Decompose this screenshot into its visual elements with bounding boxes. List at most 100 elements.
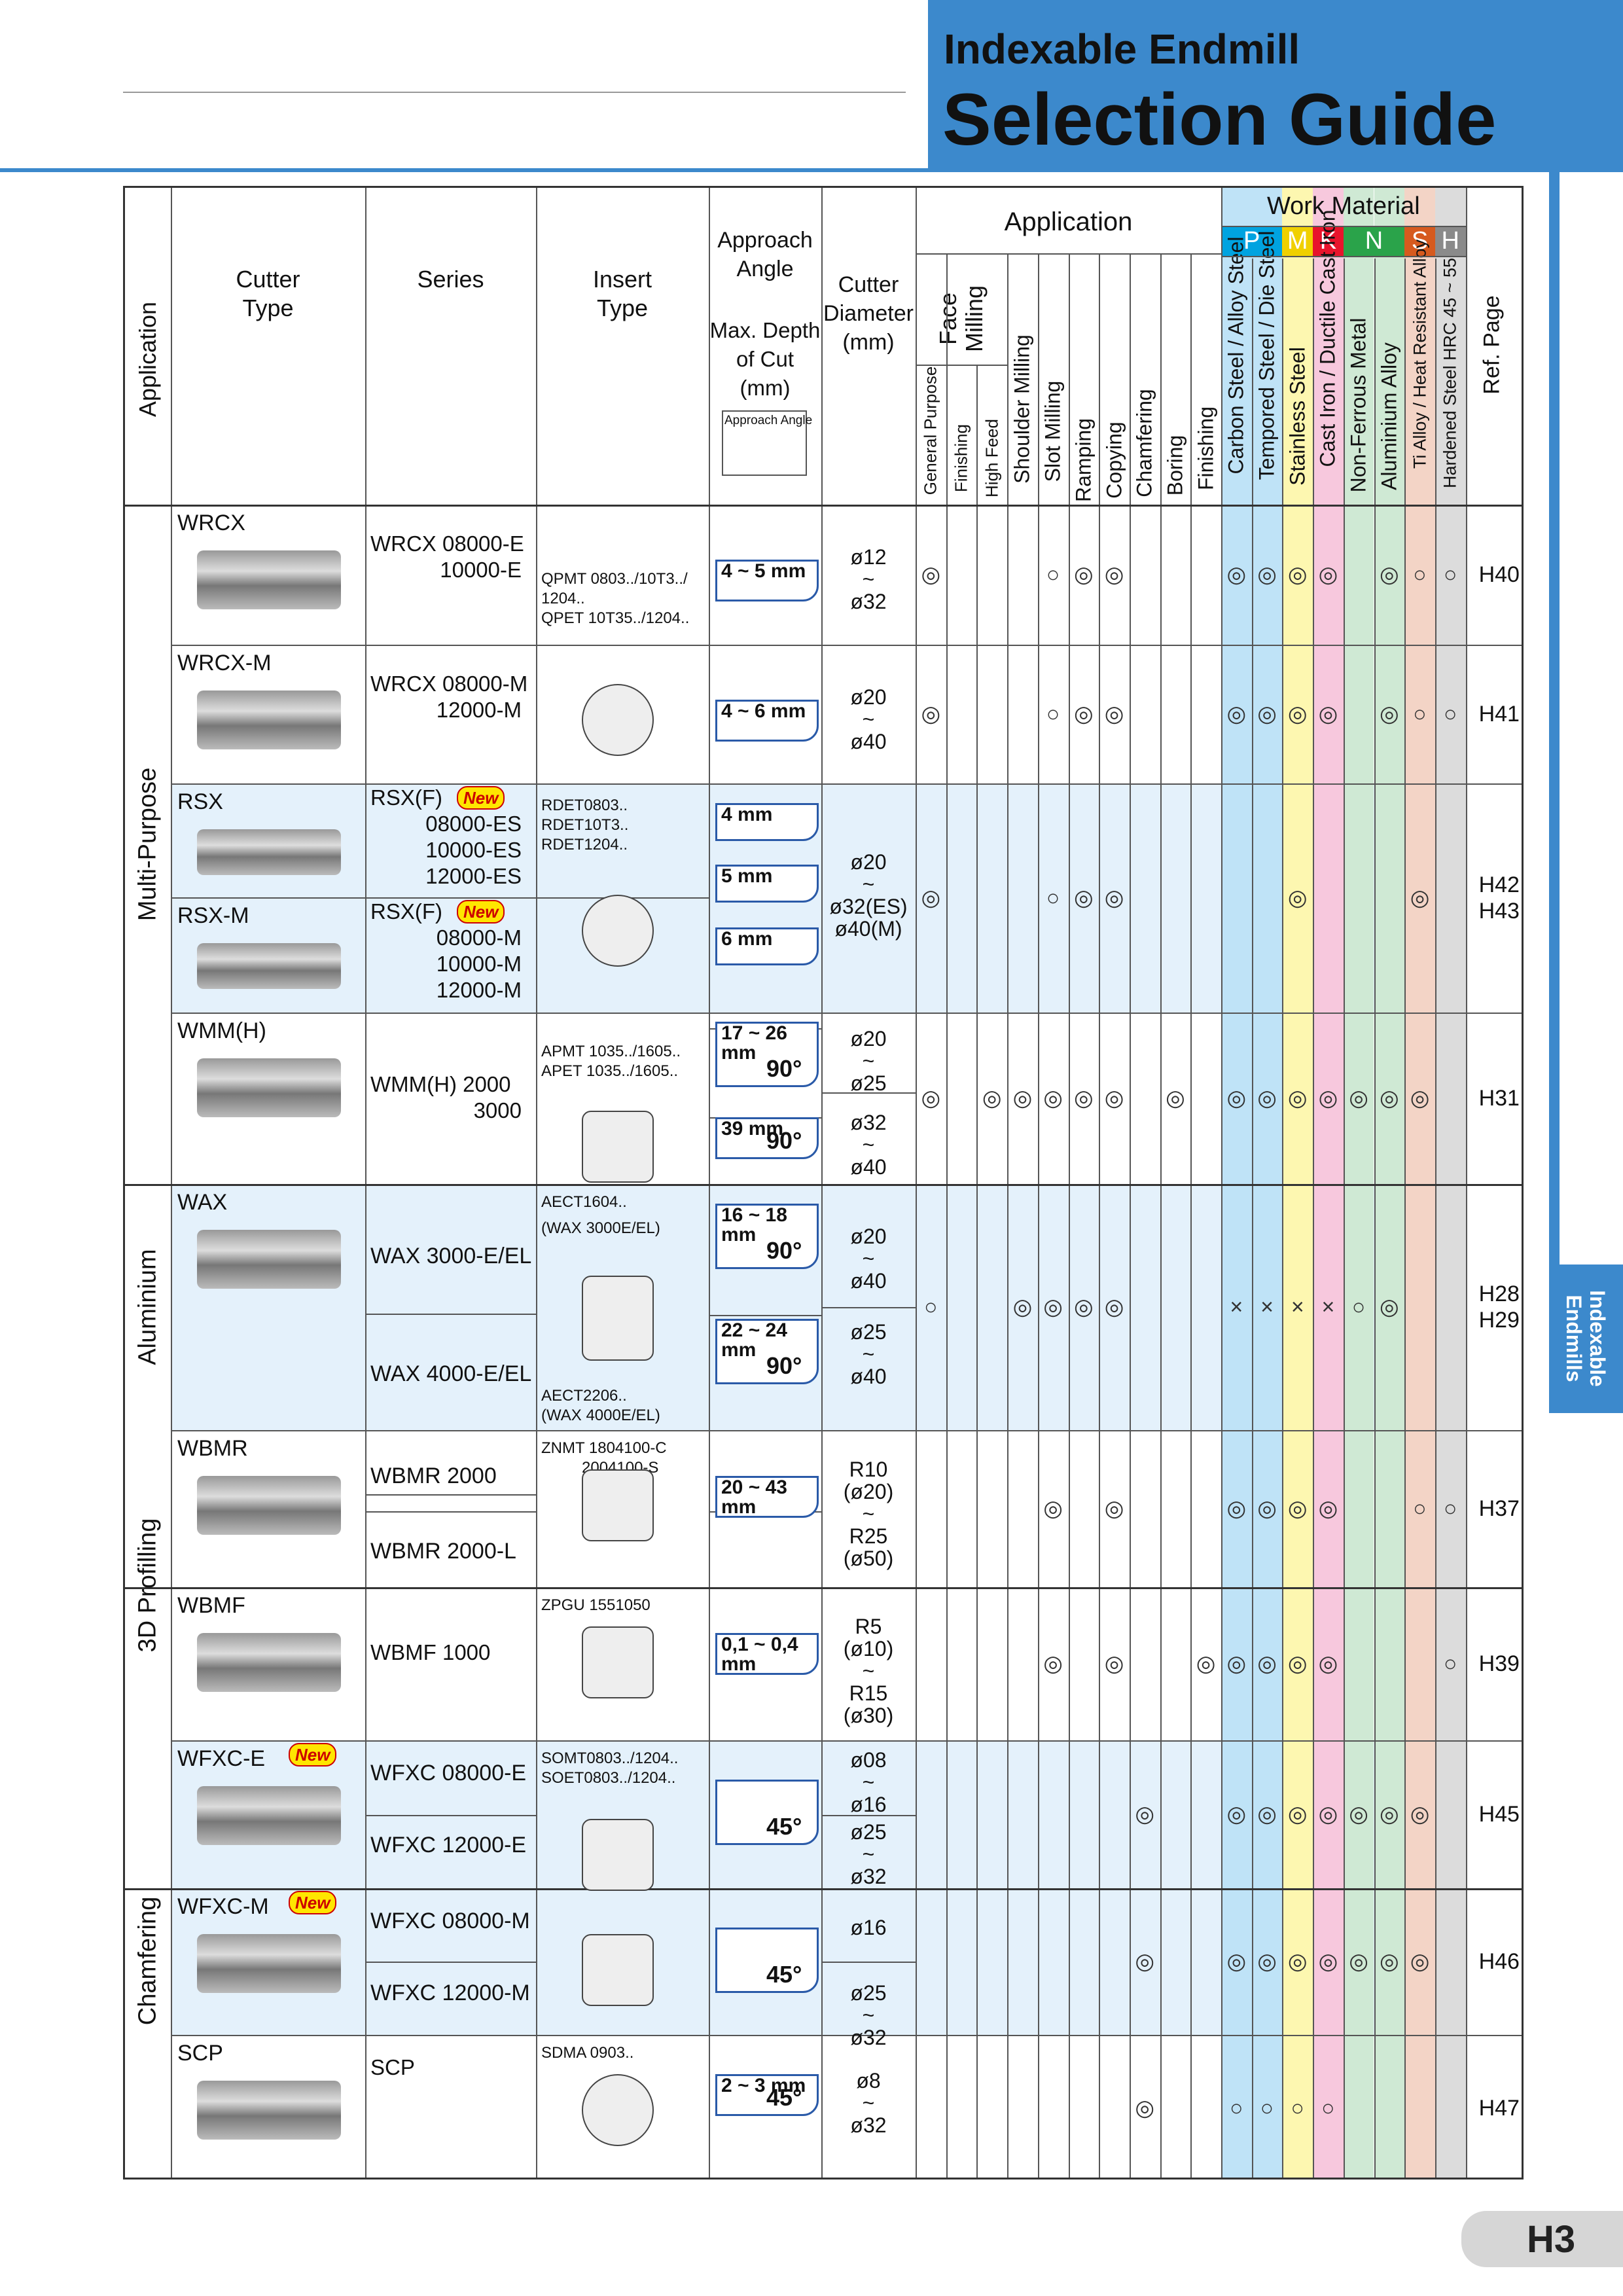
ref-page: H37 [1478, 1496, 1520, 1521]
grid-line [1465, 188, 1467, 2178]
cutter-image [197, 1058, 341, 1117]
grid-line [1007, 253, 1009, 2178]
insert-image [582, 2074, 654, 2146]
suitability-mark: ○ [1443, 562, 1457, 587]
grid-line [1160, 253, 1162, 2178]
group-label: Multi-Purpose [134, 767, 162, 922]
material-group-K: K [1313, 226, 1344, 256]
material-group-M: M [1282, 226, 1313, 256]
insert-code: ZPGU 1551050 [541, 1596, 651, 1614]
approach-depth-box: 20 ~ 43 mm [715, 1476, 819, 1518]
series-name: 10000-ES [425, 838, 522, 862]
cutter-image [197, 2081, 341, 2140]
series-name: WRCX 08000-E [370, 531, 524, 556]
diameter-value: ~ [862, 1133, 875, 1157]
suitability-mark: ◎ [1287, 1802, 1308, 1827]
series-name: WMM(H) 2000 [370, 1072, 511, 1096]
header-material-col: Ti Alloy / Heat Resistant Alloy [1410, 240, 1430, 469]
diameter-value: ~ [862, 1770, 875, 1794]
suitability-mark: ◎ [1318, 1651, 1338, 1676]
approach-depth-box: 4 mm [715, 803, 819, 841]
series-name: RSX(F) [370, 899, 442, 924]
diameter-value: ~ [862, 1342, 875, 1366]
grid-line [709, 188, 710, 2178]
header-band [928, 0, 1623, 168]
suitability-mark: ◎ [1257, 1651, 1277, 1676]
series-name: WBMR 2000 [370, 1463, 497, 1488]
series-name: WFXC 08000-M [370, 1909, 530, 1933]
header-application: Application [134, 301, 161, 418]
header-app-col: Copying [1102, 421, 1126, 499]
suitability-mark: ○ [1046, 702, 1060, 726]
suitability-mark: ◎ [1257, 1802, 1277, 1827]
series-name: WFXC 12000-M [370, 1981, 530, 2005]
diameter-value: ~ [862, 567, 875, 591]
suitability-mark: ◎ [1226, 702, 1247, 726]
diameter-value: ø16 [850, 1916, 887, 1939]
series-name: SCP [370, 2055, 415, 2079]
suitability-mark: ◎ [1043, 1295, 1063, 1319]
cutter-image [197, 1934, 341, 1993]
header-app-col: Chamfering [1132, 388, 1156, 497]
suitability-mark: ◎ [1012, 1086, 1033, 1111]
diameter-value: ø32 [850, 590, 887, 613]
grid-line [821, 188, 823, 2178]
suitability-mark: × [1291, 1295, 1304, 1319]
approach-angle-diagram [722, 410, 807, 476]
suitability-mark: ◎ [1287, 1949, 1308, 1974]
header-app-col: Finishing [1194, 406, 1218, 491]
cutter-image [197, 691, 341, 749]
suitability-mark: ◎ [1104, 562, 1124, 587]
diameter-value: ~ [862, 1659, 875, 1683]
grid-line [365, 1511, 536, 1513]
header-material-col: Tempored Steel / Die Steel [1255, 230, 1279, 480]
header-ref-page: Ref. Page [1479, 295, 1505, 395]
new-badge: New [457, 900, 505, 924]
suitability-mark: ◎ [1380, 1086, 1399, 1111]
suitability-mark: ◎ [1287, 702, 1308, 726]
suitability-mark: ◎ [1074, 562, 1094, 587]
series-name: WAX 3000-E/EL [370, 1244, 532, 1268]
series-name: 08000-ES [425, 812, 522, 836]
diameter-value: ø32(ES) [829, 895, 908, 918]
suitability-mark: ◎ [1135, 1802, 1155, 1827]
suitability-mark: ◎ [1318, 1086, 1338, 1111]
material-column-bg [1313, 188, 1344, 2178]
diameter-value: ø40(M) [834, 917, 902, 941]
suitability-mark: ○ [924, 1295, 938, 1319]
suitability-mark: ◎ [1166, 1086, 1185, 1111]
suitability-mark: ◎ [1226, 1949, 1247, 1974]
grid-line [365, 188, 366, 2178]
header-material-col: Carbon Steel / Alloy Steel [1224, 236, 1248, 474]
diameter-value: (ø50) [843, 1547, 894, 1570]
suitability-mark: ○ [1413, 702, 1427, 726]
grid-line [1343, 259, 1345, 2178]
cutter-name: WRCX-M [177, 651, 272, 675]
insert-code: AECT1604.. [541, 1193, 627, 1211]
grid-line [821, 1962, 916, 1963]
diameter-value: R5 [855, 1615, 882, 1638]
suitability-mark: ◎ [1074, 886, 1094, 910]
approach-depth-box: 6 mm [715, 927, 819, 965]
suitability-mark: ◎ [1410, 1949, 1430, 1974]
top-divider [123, 92, 906, 93]
grid-line [946, 253, 948, 365]
approach-depth-box [715, 1928, 819, 1993]
side-strip [1549, 168, 1560, 1265]
grid-line [1435, 259, 1436, 2178]
approach-depth-box: 17 ~ 26 mm [715, 1022, 819, 1087]
suitability-mark: ◎ [1349, 1802, 1368, 1827]
ref-page: H39 [1478, 1651, 1520, 1676]
grid-line [976, 365, 978, 2178]
insert-code: SOMT0803../1204.. [541, 1749, 679, 1767]
header-application-group: Application [1004, 207, 1133, 236]
suitability-mark: ○ [1351, 1295, 1366, 1319]
series-name: WFXC 12000-E [370, 1833, 527, 1857]
page-number-tab: H3 [1461, 2211, 1623, 2267]
suitability-mark: ◎ [1135, 1949, 1155, 1974]
header-subtitle: Indexable Endmill [944, 26, 1300, 73]
